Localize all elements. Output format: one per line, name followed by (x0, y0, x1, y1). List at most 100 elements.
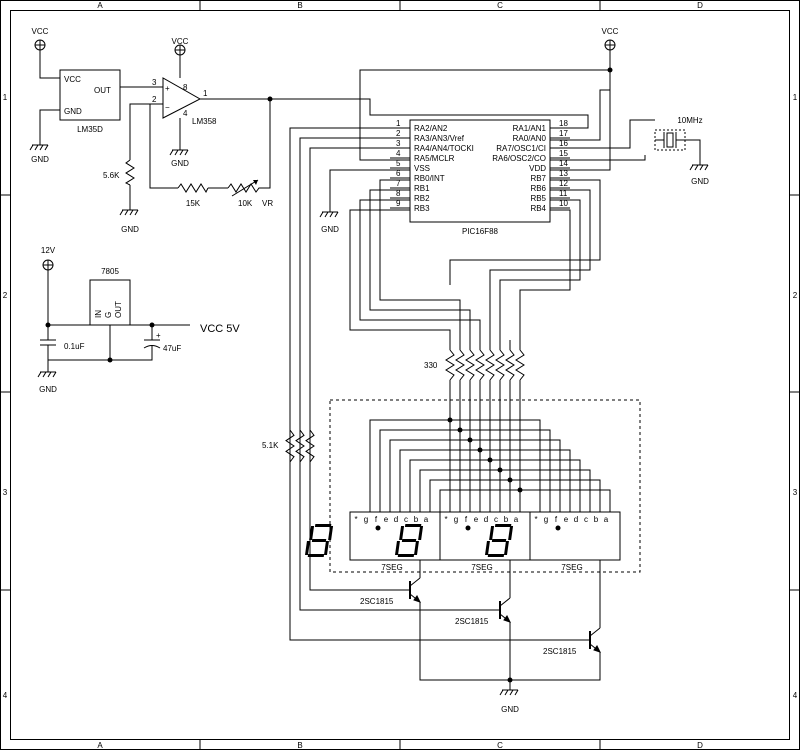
frame-labels: A B C D A B C D 1 2 3 4 1 2 3 4 (3, 1, 798, 750)
v12-symbol (42, 259, 54, 271)
seven-seg-label: 7SEG (561, 563, 582, 572)
seven-seg-pin-letter: g (544, 515, 548, 524)
pic-left-pin-num: 4 (396, 149, 401, 158)
pic-left-pin-name: RB3 (414, 204, 430, 213)
resistor-5k6-label: 5.6K (103, 171, 120, 180)
pic-left-pin-name: VSS (414, 164, 430, 173)
seven-seg-label: 7SEG (471, 563, 492, 572)
seven-seg-pin-letter: d (484, 515, 488, 524)
lm35d-pin-out: OUT (94, 86, 111, 95)
pic-right-pin-num: 18 (559, 119, 568, 128)
pic-left-pin-name: RB0/INT (414, 174, 445, 183)
resistor-array-label: 330 (424, 361, 438, 370)
variable-resistor-arrow (231, 179, 259, 197)
gnd-label-3: GND (121, 225, 139, 234)
regulator-7805-body (89, 279, 131, 326)
seven-seg-pin-letter: d (394, 515, 398, 524)
col-label-c-bottom: C (497, 741, 503, 750)
seg-bar (489, 526, 495, 540)
pic-right-pin-name: RA7/OSC1/CI (496, 144, 546, 153)
pic-left-pin-num: 8 (396, 189, 401, 198)
seven-seg-pin-letter: b (594, 515, 599, 524)
seg-dp (555, 525, 561, 531)
seven-seg-pin-letter: c (494, 515, 498, 524)
pic16f88-name: PIC16F88 (462, 227, 499, 236)
resistor-array-330 (445, 340, 525, 381)
seven-seg-label: 7SEG (381, 563, 402, 572)
seven-seg-pin-letter: e (564, 515, 569, 524)
seven-seg-pin-letter: e (384, 515, 389, 524)
gnd-label-7: GND (501, 705, 519, 714)
vr-value-label: 10K (238, 199, 253, 208)
lm358-name: LM358 (192, 117, 217, 126)
resistor-15k-label: 15K (186, 199, 201, 208)
seg-bar (328, 526, 334, 540)
pic-left-pin-num: 7 (396, 179, 401, 188)
seven-seg-pin-letter: b (504, 515, 509, 524)
lm35d-body (59, 69, 121, 121)
lm358-plus: + (165, 84, 170, 93)
col-label-a-bottom: A (97, 741, 103, 750)
lm358-pin1: 1 (203, 89, 208, 98)
lm358-triangle (162, 77, 202, 119)
row-label-4-right: 4 (793, 691, 798, 700)
lm35d-pin-vcc: VCC (64, 75, 81, 84)
vcc-label-2: VCC (172, 37, 189, 46)
seven-seg-pin-letter: b (414, 515, 419, 524)
transistor-label: 2SC1815 (455, 617, 489, 626)
col-label-d-bottom: D (697, 741, 703, 750)
gnd-label-2: GND (171, 159, 189, 168)
pic-right-pin-name: RA1/AN1 (513, 124, 547, 133)
seg-bar (394, 541, 400, 555)
seg-bar (304, 541, 310, 555)
row-label-2-right: 2 (793, 291, 798, 300)
pic-right-pin-name: VDD (529, 164, 546, 173)
gnd-label-4: GND (321, 225, 339, 234)
pic-right-pin-name: RB4 (530, 204, 546, 213)
pic-right-pins: 18RA1/AN117RA0/AN016RA7/OSC1/CI15RA6/OSC… (492, 119, 570, 213)
pic-right-pin-num: 15 (559, 149, 568, 158)
pic-right-pin-name: RB7 (530, 174, 546, 183)
resistor-330-element (475, 349, 485, 381)
resistor-5k1-element (295, 429, 305, 463)
seg-bar (494, 524, 512, 527)
pic-left-pin-name: RB1 (414, 184, 430, 193)
seg-bar (397, 554, 415, 557)
pic-right-pin-name: RA0/AN0 (513, 134, 547, 143)
transistor-label: 2SC1815 (360, 597, 394, 606)
crystal-10mhz (654, 129, 686, 151)
pic-left-pin-num: 9 (396, 199, 401, 208)
seg-bar (314, 524, 332, 527)
seg-bar (404, 524, 422, 527)
seg-bar (311, 539, 327, 542)
resistor-330-element (445, 349, 455, 381)
seven-seg-pin-letter: c (584, 515, 588, 524)
seg-bar (401, 539, 417, 542)
capacitor-47uf-plus: + (156, 331, 161, 340)
seg-bar (413, 541, 419, 555)
resistor-array-5k1 (285, 429, 315, 463)
pic-right-pin-name: RA6/OSC2/CO (492, 154, 546, 163)
seg-bar (487, 554, 505, 557)
pic-right-pin-num: 14 (559, 159, 568, 168)
v12-label: 12V (41, 246, 56, 255)
pic-right-pin-num: 13 (559, 169, 568, 178)
pic16f88-body (409, 119, 551, 223)
seg-bar (323, 541, 329, 555)
wires (39, 50, 701, 690)
seven-seg-pin-letter: c (404, 515, 408, 524)
vcc-symbol-2 (174, 44, 186, 56)
variable-resistor-arrow-head (253, 180, 258, 185)
row-label-1: 1 (3, 93, 8, 102)
pic-left-pin-num: 5 (396, 159, 401, 168)
seven-seg-pin-letter: e (474, 515, 479, 524)
seg-dp (375, 525, 381, 531)
lm35d-name: LM35D (77, 125, 103, 134)
row-label-4: 4 (3, 691, 8, 700)
pic-right-pin-name: RB6 (530, 184, 546, 193)
resistor-330-element (485, 349, 495, 381)
pic-right-pin-num: 12 (559, 179, 568, 188)
gnd-label-1: GND (31, 155, 49, 164)
col-label-c: C (497, 1, 503, 10)
